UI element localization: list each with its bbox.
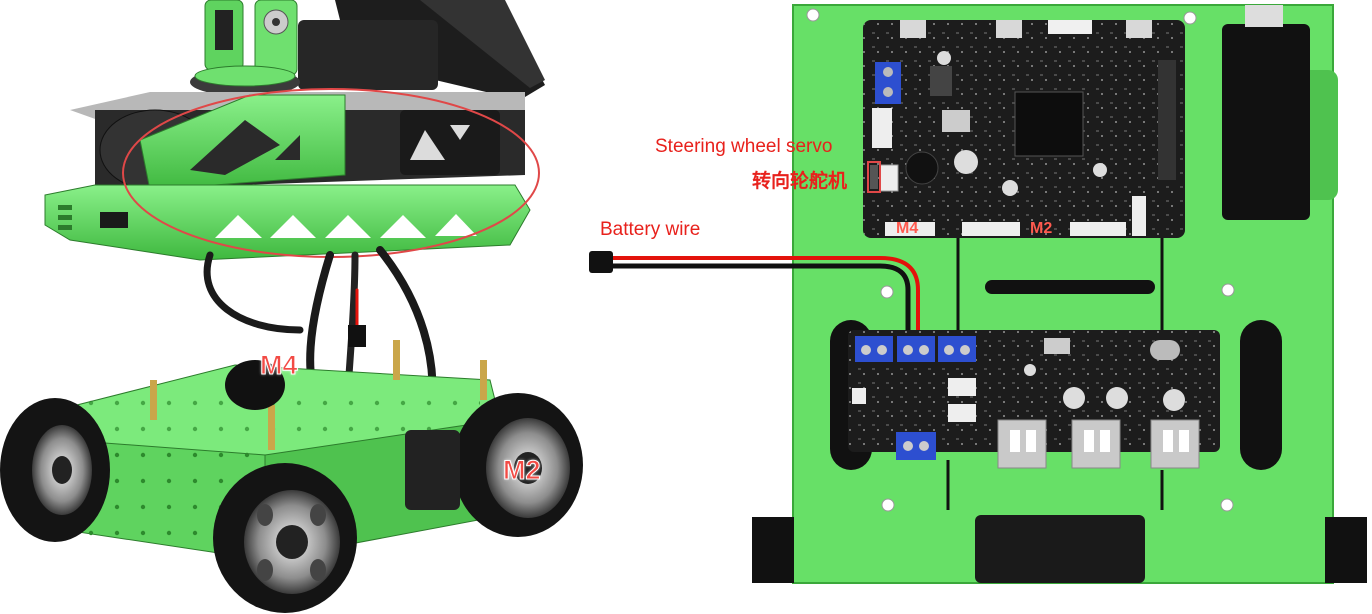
board-view (589, 4, 1367, 584)
servo-connector-highlight (867, 161, 881, 193)
steering-servo-label-cn: 转向轮舵机 (752, 171, 848, 192)
battery-wire-label: Battery wire (600, 219, 701, 240)
controller-board (863, 20, 1185, 238)
upper-deck (44, 92, 531, 261)
power-board (848, 330, 1220, 469)
m2-motor-label-car: M2 (503, 455, 542, 486)
robot-arm (190, 0, 545, 100)
steering-servo-label: Steering wheel servo (655, 136, 833, 157)
m4-port-label: M4 (896, 220, 919, 237)
board-wires (946, 238, 1164, 510)
battery-wire (589, 251, 920, 343)
m4-motor-label-car: M4 (260, 350, 299, 381)
wheels (0, 360, 583, 613)
black-plug-icon (589, 251, 613, 273)
m2-port-label: M2 (1030, 220, 1053, 237)
robot-car (0, 0, 583, 613)
